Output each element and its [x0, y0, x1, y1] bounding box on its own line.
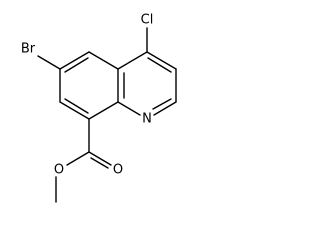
bond-c2-n1 — [153, 101, 177, 116]
atom-label-cl: Cl — [141, 13, 154, 28]
bond-n1-c8a — [117, 101, 141, 116]
bond-ccarbonyl-ocarbonyl-double — [90, 157, 109, 169]
bond-c8-c8a — [88, 101, 119, 120]
atom-label-o-ester: O — [54, 163, 64, 178]
atom-label-o-carbonyl: O — [113, 163, 123, 178]
bond-c4a-c4 — [117, 51, 148, 70]
molecule-structure: Cl Br N O O — [21, 13, 177, 203]
bond-ccarbonyl-oester — [66, 151, 90, 166]
bond-c5-c6 — [59, 51, 90, 70]
bond-c5-c6-double — [64, 57, 89, 73]
bond-c2-n1-double — [152, 98, 172, 110]
bond-c6-br — [37, 55, 61, 70]
bond-c7-c8 — [59, 101, 90, 120]
atom-label-br: Br — [21, 42, 36, 57]
bond-ccarbonyl-ocarbonyl — [88, 151, 112, 166]
bond-c4a-c5 — [88, 51, 119, 70]
atom-label-n: N — [142, 112, 152, 127]
bond-c7-c8-double — [64, 98, 89, 114]
bond-c4-c3-double — [147, 57, 172, 73]
bond-c4-c3 — [146, 51, 177, 70]
